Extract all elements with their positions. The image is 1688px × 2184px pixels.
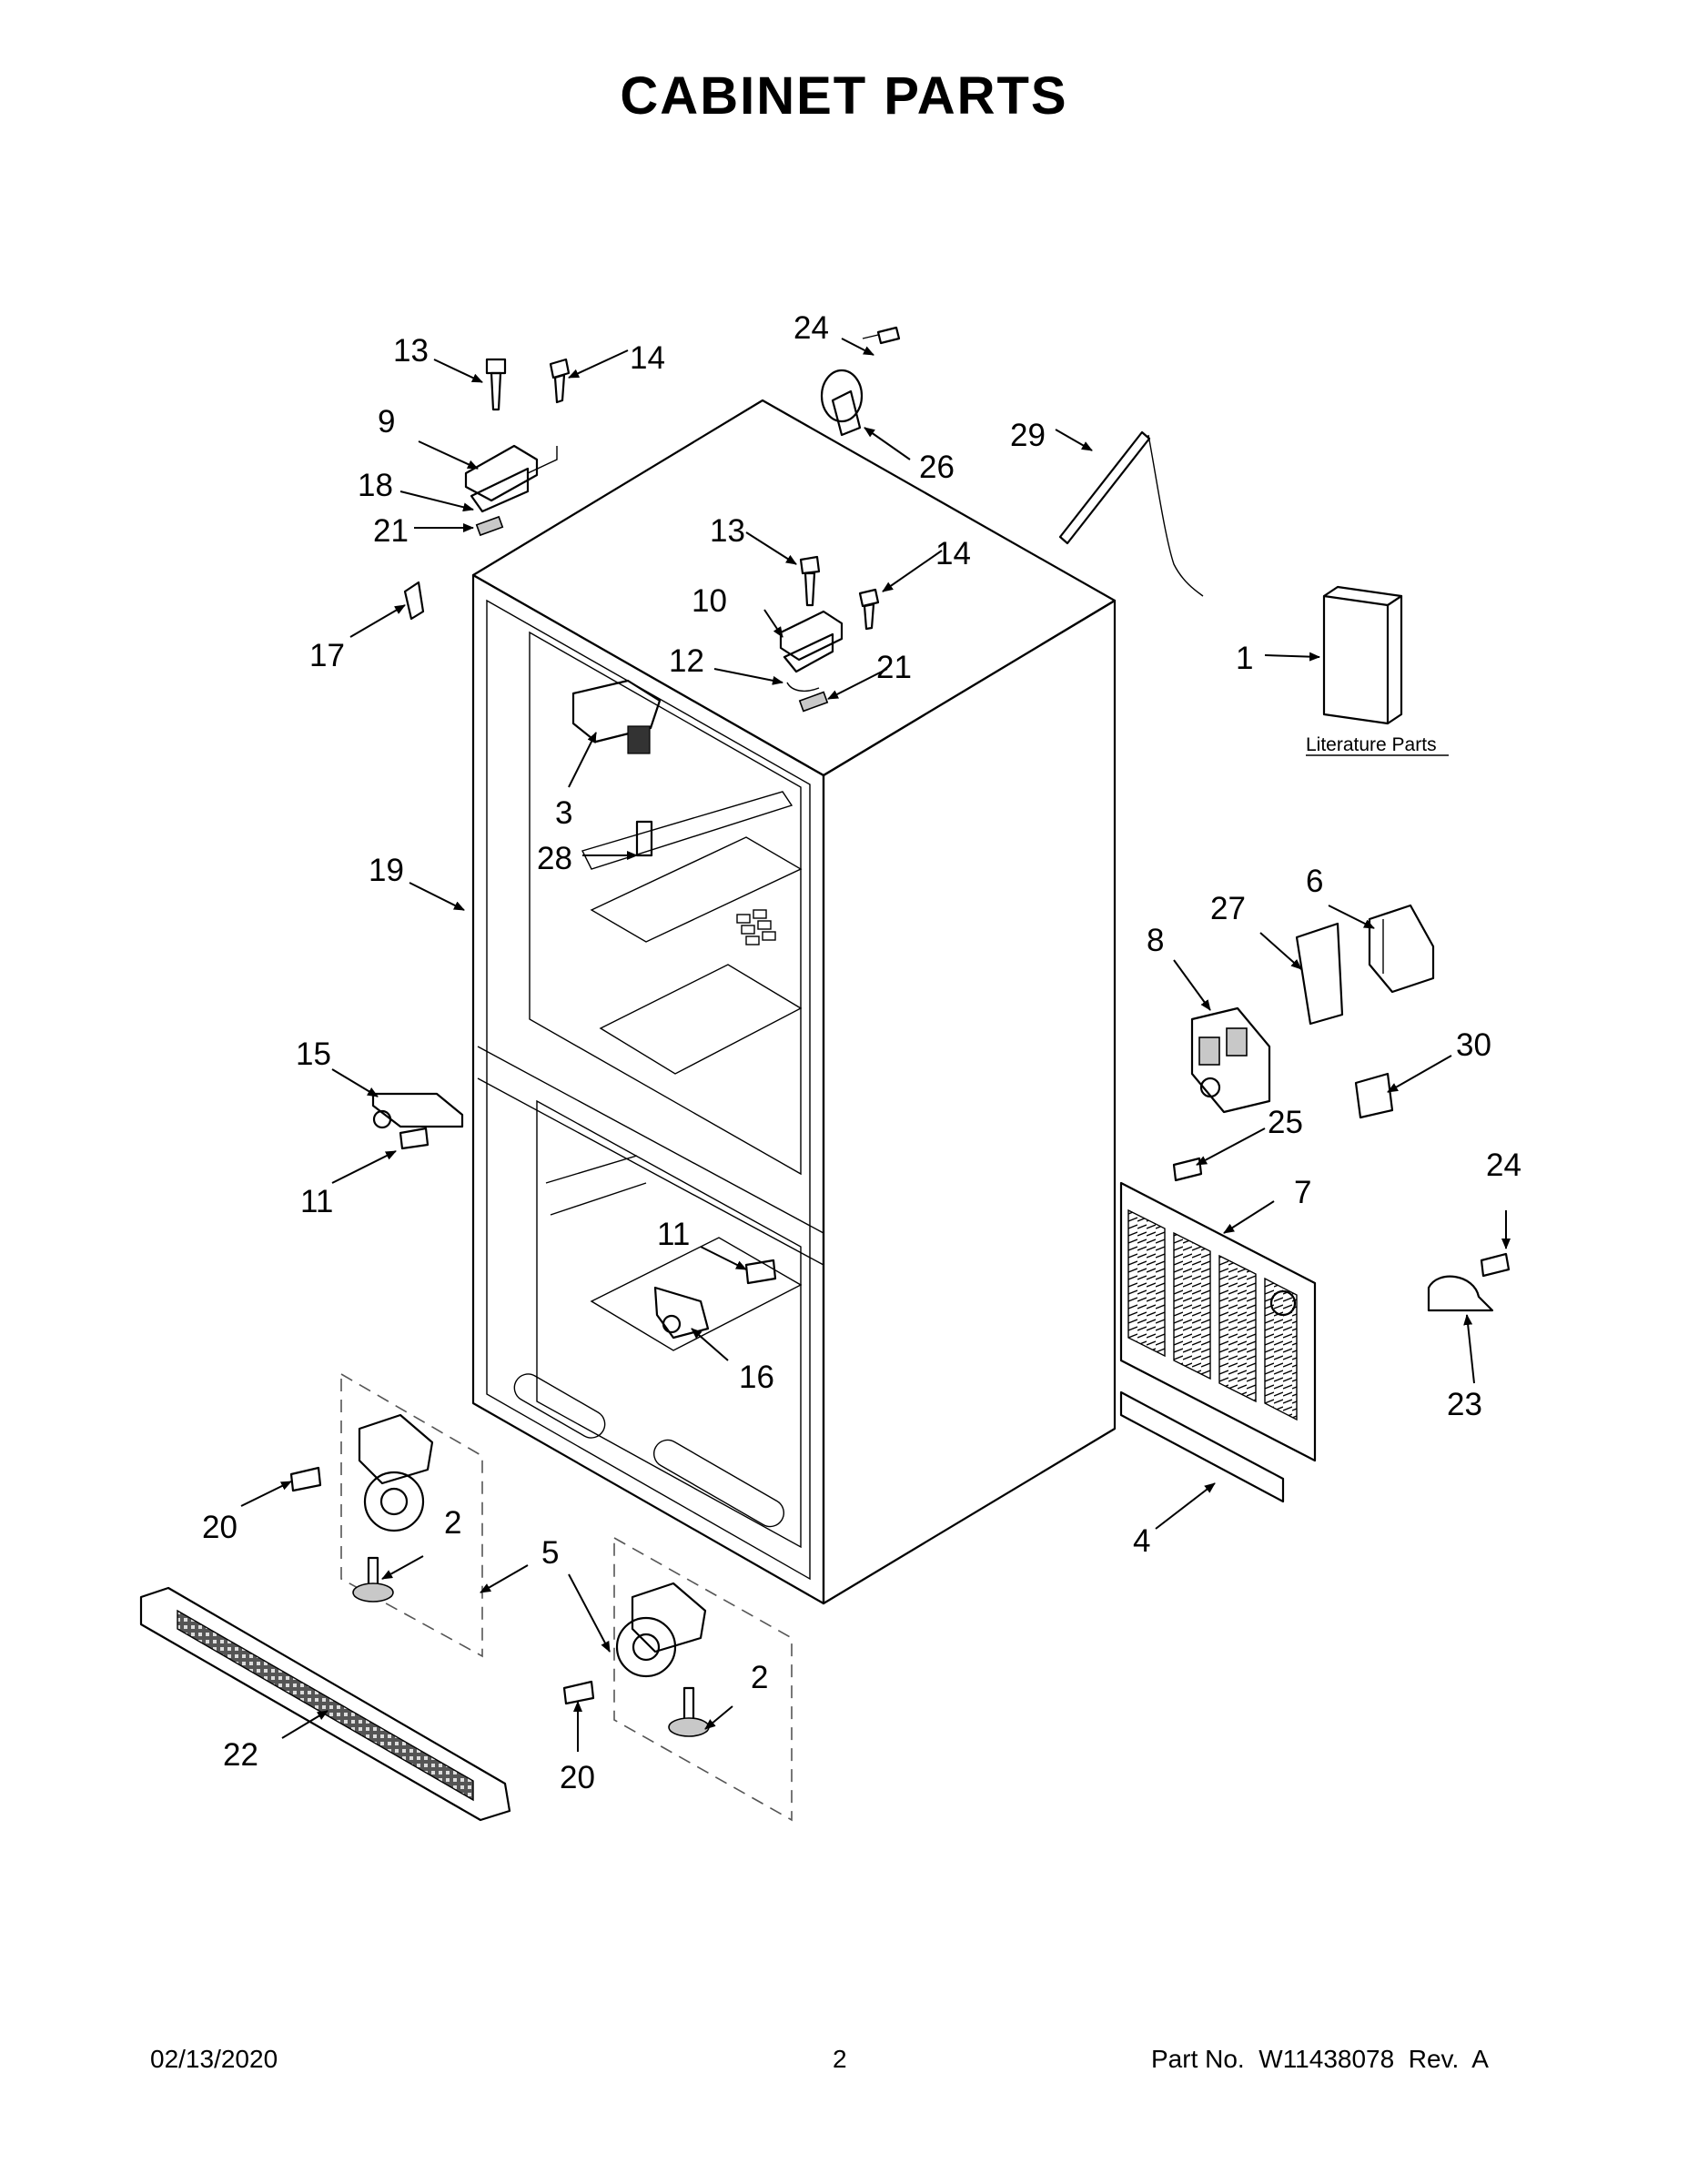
callout-20-left: 20 — [202, 1510, 238, 1545]
callout-17: 17 — [309, 638, 345, 673]
literature-parts-label: Literature Parts — [1306, 734, 1437, 755]
callout-11-left: 11 — [300, 1184, 333, 1219]
callout-12: 12 — [669, 643, 704, 679]
callout-labels: 13 14 9 18 21 17 24 26 29 13 14 10 12 21… — [202, 310, 1521, 1795]
callout-2-left: 2 — [444, 1505, 461, 1541]
footer-page-number: 2 — [833, 2045, 847, 2073]
callout-15: 15 — [296, 1036, 331, 1072]
part-screw-25 — [1172, 1157, 1203, 1182]
callout-3: 3 — [555, 795, 572, 831]
part-hinge-bracket-top-right — [820, 326, 901, 437]
page-title: CABINET PARTS — [620, 66, 1068, 126]
callout-11-center: 11 — [657, 1217, 690, 1252]
cabinet-body — [471, 399, 1117, 1605]
callout-7: 7 — [1294, 1175, 1311, 1210]
callout-29: 29 — [1010, 418, 1046, 453]
callout-16: 16 — [739, 1360, 774, 1395]
footer-part-number: Part No. W11438078 Rev. A — [1151, 2045, 1489, 2073]
part-panel-strip — [1119, 1390, 1285, 1503]
part-clamp — [1427, 1275, 1494, 1312]
callout-24-top: 24 — [793, 310, 829, 346]
callout-13-center: 13 — [710, 513, 745, 549]
leader-arrows — [240, 338, 1511, 1752]
callout-22: 22 — [223, 1737, 258, 1773]
callout-18: 18 — [358, 468, 393, 503]
callout-26: 26 — [919, 450, 955, 485]
part-literature: Literature Parts — [1306, 585, 1449, 756]
part-hinge-center — [779, 555, 880, 713]
part-hinge-top-left — [464, 358, 571, 537]
part-lower-hinge-bracket — [653, 1286, 710, 1340]
callout-20-right: 20 — [560, 1760, 595, 1795]
callout-21-center: 21 — [876, 650, 912, 685]
callout-14-top-left: 14 — [630, 340, 665, 376]
part-screw-28 — [635, 820, 653, 857]
callout-30: 30 — [1456, 1027, 1491, 1063]
callout-8: 8 — [1147, 923, 1164, 958]
callout-19: 19 — [369, 853, 404, 888]
callout-23: 23 — [1447, 1387, 1482, 1422]
cabinet-vent-grid — [736, 909, 776, 945]
callout-9: 9 — [378, 404, 395, 440]
footer-date: 02/13/2020 — [150, 2045, 278, 2073]
callout-25: 25 — [1268, 1105, 1303, 1140]
part-screw-24-right — [1480, 1252, 1511, 1278]
callout-6: 6 — [1306, 864, 1323, 899]
callout-1: 1 — [1236, 641, 1253, 676]
part-screw-11-center — [744, 1259, 777, 1285]
callout-21-top-left: 21 — [373, 513, 409, 549]
part-clip — [1354, 1072, 1394, 1119]
part-rear-panel — [1119, 1181, 1317, 1462]
callout-24-right: 24 — [1486, 1148, 1521, 1183]
part-valve-bracket — [1368, 904, 1435, 994]
part-toe-grille — [139, 1586, 511, 1822]
callout-28: 28 — [537, 841, 572, 876]
part-water-tube — [1058, 430, 1204, 597]
part-hinge-bracket-mid — [371, 1092, 464, 1129]
callout-14-center: 14 — [935, 536, 971, 571]
part-valve-cover — [1295, 922, 1344, 1026]
callout-13-top-left: 13 — [393, 333, 429, 369]
part-screw-11-left — [399, 1127, 430, 1150]
part-water-valve — [1190, 1006, 1271, 1114]
callout-10: 10 — [692, 583, 727, 619]
part-roller-right — [562, 1536, 793, 1822]
callout-4: 4 — [1133, 1523, 1150, 1559]
callout-5: 5 — [541, 1535, 559, 1571]
part-roller-left — [289, 1372, 483, 1658]
callout-27: 27 — [1210, 891, 1246, 926]
part-damper — [571, 679, 662, 754]
part-small-bracket — [403, 581, 425, 621]
callout-2-right: 2 — [751, 1660, 768, 1695]
